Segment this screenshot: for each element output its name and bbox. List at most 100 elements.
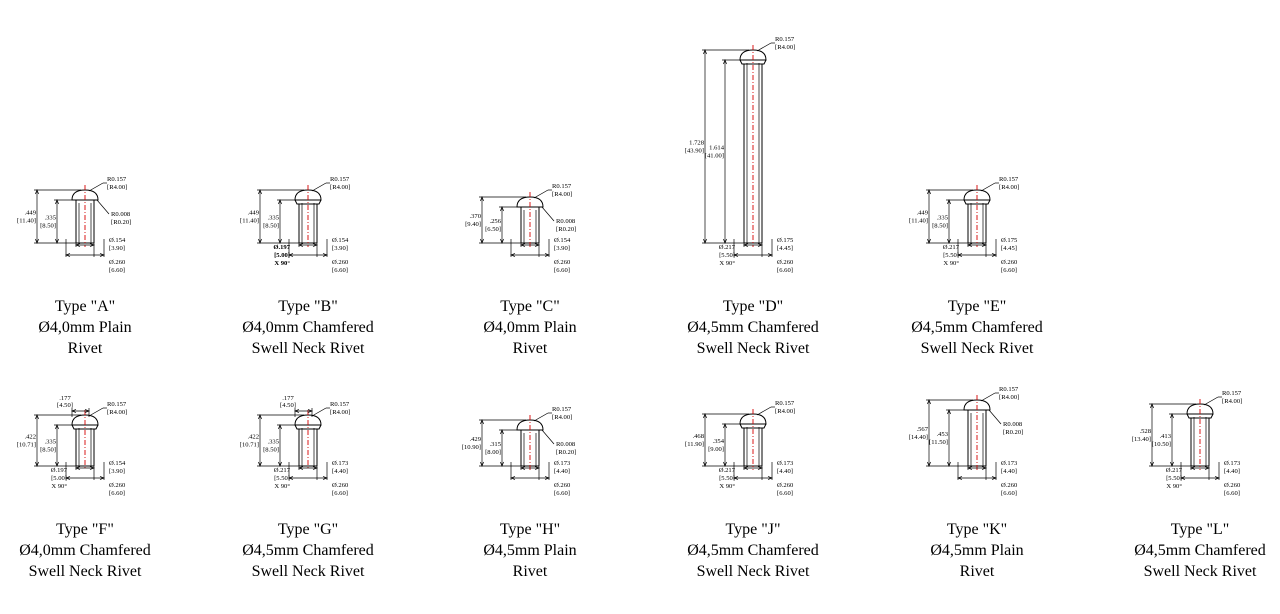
total-length-dimension-arrow-bottom [1150,461,1154,467]
shank-diameter-dimension-arrow-right [534,466,540,470]
head-diameter-dimension-arrow-right [991,476,997,480]
caption-line-3: Swell Neck Rivet [1144,563,1257,580]
head-radius-leader [88,182,104,192]
head-diameter-dimension-arrow-left [288,476,294,480]
head-diameter-dimension-arrow-left [510,476,516,480]
shank-diameter-inch: Ø.173 [777,460,794,467]
shank-diameter-inch: Ø.173 [1001,460,1018,467]
edge-radius-leader [96,199,110,215]
shank-diameter-mm: [4.45] [1001,245,1017,252]
caption-line-1: Type "F" [56,521,114,538]
head-height-dimension-arrow-right [84,409,90,413]
head-radius-inch: R0.157 [775,36,795,43]
rivet-type-g: .422[10.71].335[8.50]R0.157[R4.00]Ø.173[… [240,395,374,580]
rivet-type-a: .449[11.40].335[8.50]R0.157[R4.00]R0.008… [17,176,132,357]
head-diameter-inch: Ø.260 [109,259,126,266]
head-diameter-inch: Ø.260 [109,482,126,489]
head-diameter-dimension-arrow-right [991,253,997,257]
total-length-mm: [11.40] [909,218,928,225]
shank-length-dimension-arrow-bottom [278,238,282,244]
shank-length-dimension-arrow-top [1170,413,1174,419]
shank-diameter-mm: [3.90] [332,245,348,252]
total-length-inch: .429 [469,436,481,443]
head-radius-leader [311,182,327,192]
shank-diameter-dimension-arrow-left [298,243,304,247]
shank-length-mm: [8.00] [485,449,501,456]
total-length-inch: .422 [247,434,259,441]
shank-length-inch: .335 [267,439,279,446]
total-length-dimension-arrow-bottom [927,461,931,467]
head-diameter-mm: [6.60] [554,490,570,497]
head-height-dimension-arrow-right [307,409,313,413]
caption-line-3: Swell Neck Rivet [29,563,142,580]
head-diameter-dimension-arrow-left [1180,476,1186,480]
neck-diameter-mm: [5.50] [719,475,735,482]
total-length-dimension-arrow-top [480,196,484,202]
rivet-type-d: 1.728[43.90]1.614[41.00]R0.157[R4.00]Ø.1… [685,36,819,357]
shank-diameter-mm: [4.40] [1001,468,1017,475]
shank-length-dimension-arrow-bottom [278,461,282,467]
shank-diameter-dimension-arrow-right [1204,466,1210,470]
head-radius-leader [88,407,104,417]
head-diameter-mm: [6.60] [109,490,125,497]
head-diameter-inch: Ø.260 [777,259,794,266]
head-radius-mm: [R4.00] [999,394,1019,401]
shank-length-dimension-arrow-bottom [947,238,951,244]
shank-length-mm: [10.50] [1152,441,1171,448]
caption-line-3: Swell Neck Rivet [252,563,365,580]
shank-length-dimension-arrow-bottom [723,238,727,244]
head-radius-leader [756,42,772,52]
shank-diameter-dimension-arrow-left [520,243,526,247]
head-radius-leader [980,182,996,192]
caption-line-2: Ø4,0mm Plain [483,319,576,336]
head-diameter-dimension-arrow-left [733,253,739,257]
rivet-head [739,49,767,61]
caption-line-2: Ø4,5mm Plain [930,542,1023,559]
edge-radius-inch: R0.008 [556,218,576,225]
head-diameter-dimension-arrow-left [65,476,71,480]
head-radius-leader [533,412,549,422]
rivet-type-b: .449[11.40].335[8.50]R0.157[R4.00]Ø.154[… [240,176,374,357]
rivet-swell-neck [739,59,767,65]
total-length-inch: .567 [916,426,928,433]
head-radius-mm: [R4.00] [330,409,350,416]
shank-length-inch: 1.614 [709,145,725,152]
shank-diameter-mm: [4.45] [777,245,793,252]
shank-diameter-dimension-arrow-left [75,466,81,470]
head-diameter-dimension-arrow-right [99,253,105,257]
neck-chamfer-angle: X 90° [1166,483,1182,490]
caption-line-3: Rivet [513,563,548,580]
total-length-dimension-arrow-bottom [703,461,707,467]
caption-line-3: Swell Neck Rivet [697,340,810,357]
shank-diameter-dimension-arrow-left [743,243,749,247]
shank-diameter-dimension-arrow-right [312,466,318,470]
head-diameter-mm: [6.60] [1001,267,1017,274]
shank-length-dimension-arrow-top [500,206,504,212]
shank-diameter-dimension-arrow-left [1190,466,1196,470]
head-radius-leader [311,407,327,417]
rivet-swell-neck [963,199,991,205]
head-radius-leader [980,392,996,402]
neck-diameter-inch: Ø.197 [273,244,290,251]
total-length-dimension-arrow-top [927,189,931,195]
shank-diameter-dimension-arrow-right [981,243,987,247]
total-length-mm: [43.90] [685,148,704,155]
caption-line-2: Ø4,5mm Chamfered [242,542,374,559]
shank-diameter-mm: [4.40] [554,468,570,475]
shank-length-mm: [8.50] [40,223,56,230]
rivet-swell-neck [71,424,99,430]
head-diameter-dimension-arrow-right [322,253,328,257]
shank-length-mm: [11.50] [929,439,948,446]
shank-diameter-inch: Ø.154 [554,237,571,244]
caption-line-1: Type "B" [278,298,338,315]
head-diameter-inch: Ø.260 [332,259,349,266]
neck-diameter-mm: [5.50] [719,252,735,259]
caption-line-2: Ø4,5mm Chamfered [687,319,819,336]
shank-diameter-inch: Ø.173 [332,460,349,467]
total-length-dimension-arrow-top [35,189,39,195]
shank-length-dimension-arrow-bottom [55,238,59,244]
shank-length-inch: .335 [44,439,56,446]
caption-line-1: Type "J" [725,521,780,538]
caption-line-3: Rivet [68,340,103,357]
neck-diameter-mm: [5.50] [943,252,959,259]
